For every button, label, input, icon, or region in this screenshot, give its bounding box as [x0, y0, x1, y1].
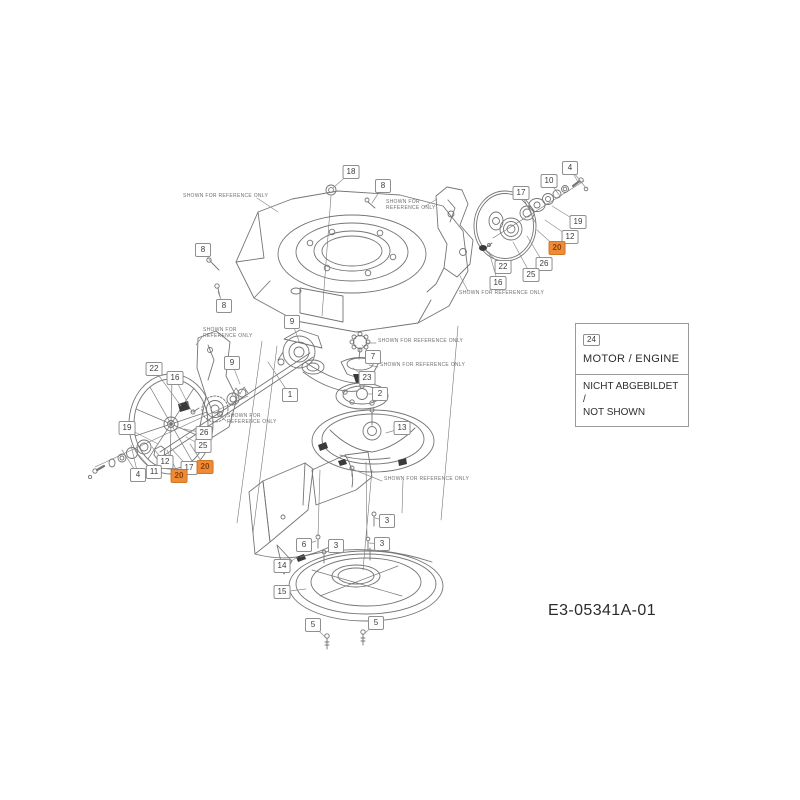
part-callout-11: 11: [145, 465, 163, 479]
part-callout-10: 10: [540, 174, 558, 188]
part-callout-8: 8: [216, 299, 232, 313]
legend-box: 24 MOTOR / ENGINE NICHT ABGEBILDET / NOT…: [575, 323, 689, 427]
part-callout-3: 3: [379, 514, 395, 528]
part-callout-5: 5: [368, 616, 384, 630]
part-callout-14: 14: [273, 559, 291, 573]
part-callout-3: 3: [328, 539, 344, 553]
part-callout-19: 19: [569, 215, 587, 229]
part-callout-25: 25: [522, 268, 540, 282]
part-callout-20-highlighted: 20: [196, 460, 214, 474]
part-callout-5: 5: [305, 618, 321, 632]
drive-shaft-art: [153, 352, 314, 460]
part-callout-6: 6: [296, 538, 312, 552]
part-callout-4: 4: [562, 161, 578, 175]
part-callout-20-highlighted: 20: [170, 469, 188, 483]
part-callout-19: 19: [118, 421, 136, 435]
guide-lines-art: [236, 325, 459, 571]
part-callout-25: 25: [194, 439, 212, 453]
right-bracket-art: [426, 186, 474, 293]
part-callout-7: 7: [365, 350, 381, 364]
part-callout-3: 3: [374, 537, 390, 551]
part-callout-22: 22: [494, 260, 512, 274]
part-callout-16: 16: [489, 276, 507, 290]
part-callout-1: 1: [282, 388, 298, 402]
part-callout-2: 2: [372, 387, 388, 401]
reference-only-note: SHOWN FOR REFERENCE ONLY: [380, 362, 466, 368]
part-callout-26: 26: [535, 257, 553, 271]
part-callout-17: 17: [512, 186, 530, 200]
legend-title: MOTOR / ENGINE: [583, 353, 680, 365]
part-callout-4: 4: [130, 468, 146, 482]
part-callout-12: 12: [561, 230, 579, 244]
part-callout-23: 23: [358, 371, 376, 385]
gearbox-art: [277, 329, 362, 392]
drive-disc-art: [473, 177, 589, 262]
part-callout-9: 9: [224, 356, 240, 370]
drawing-number: E3-05341A-01: [548, 602, 656, 619]
reference-only-note: SHOWN FOR REFERENCE ONLY: [183, 193, 269, 199]
part-callout-9: 9: [284, 315, 300, 329]
deck-art: [235, 184, 469, 333]
part-callout-26: 26: [195, 426, 213, 440]
reference-only-note: SHOWN FOR REFERENCE ONLY: [384, 476, 470, 482]
left-bracket-art: [178, 330, 238, 438]
part-callout-8: 8: [375, 179, 391, 193]
impeller-art: [311, 407, 435, 473]
legend-note: NICHT ABGEBILDET / NOT SHOWN: [583, 381, 679, 418]
part-callout-18: 18: [342, 165, 360, 179]
reference-only-note: SHOWN FOR REFERENCE ONLY: [459, 290, 545, 296]
part-callout-8: 8: [195, 243, 211, 257]
legend-part-number: 24: [583, 334, 600, 346]
lower-housing-art: [276, 544, 444, 622]
part-callout-20-highlighted: 20: [548, 241, 566, 255]
part-callout-22: 22: [145, 362, 163, 376]
part-callout-13: 13: [393, 421, 411, 435]
reference-only-note: SHOWN FOR REFERENCE ONLY: [378, 338, 464, 344]
part-callout-15: 15: [273, 585, 291, 599]
part-callout-16: 16: [166, 371, 184, 385]
fasteners-art: [206, 197, 377, 650]
